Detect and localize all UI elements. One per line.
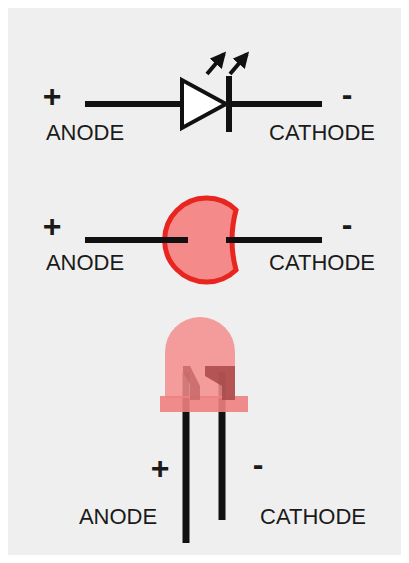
- polarity-sign: -: [342, 78, 353, 110]
- terminal-name: ANODE: [46, 122, 124, 144]
- polarity-sign: +: [43, 210, 62, 242]
- polarity-sign: +: [151, 452, 170, 484]
- terminal-name: ANODE: [46, 252, 124, 274]
- terminal-name: CATHODE: [269, 252, 375, 274]
- polarity-sign: -: [342, 208, 353, 240]
- polarity-sign: +: [43, 80, 62, 112]
- polarity-sign: -: [253, 448, 264, 480]
- terminal-name: CATHODE: [260, 506, 366, 528]
- led-schematic-symbol: [85, 54, 322, 132]
- terminal-name: ANODE: [79, 506, 157, 528]
- led-physical-view: [160, 317, 248, 543]
- terminal-name: CATHODE: [269, 122, 375, 144]
